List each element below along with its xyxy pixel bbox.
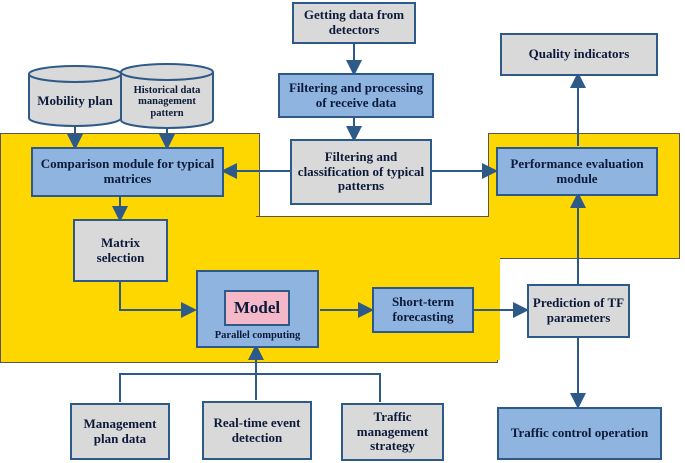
node-classification-label: Filtering and classification of typical … xyxy=(297,148,425,194)
node-parallel-label: Parallel computing xyxy=(214,329,301,341)
node-classification: Filtering and classification of typical … xyxy=(290,139,432,205)
node-detectors: Getting data from detectors xyxy=(292,2,416,44)
node-performance-label: Performance evaluation module xyxy=(510,155,644,186)
node-performance: Performance evaluation module xyxy=(496,147,658,196)
node-traffic-mgmt: Traffic management strategy xyxy=(341,403,444,461)
node-filtering-processing-label: Filtering and processing of receive data xyxy=(288,79,424,110)
node-model-label: Model xyxy=(233,298,281,317)
node-prediction-label: Prediction of TF parameters xyxy=(532,295,625,325)
node-prediction: Prediction of TF parameters xyxy=(527,284,630,338)
node-matrix: Matrix selection xyxy=(73,219,168,282)
node-realtime-label: Real-time event detection xyxy=(213,414,301,445)
node-quality-label: Quality indicators xyxy=(528,46,630,62)
node-quality: Quality indicators xyxy=(500,33,658,76)
node-shortterm: Short-term forecasting xyxy=(372,287,474,333)
node-shortterm-label: Short-term forecasting xyxy=(391,294,455,324)
node-management-plan: Management plan data xyxy=(70,403,170,460)
node-realtime: Real-time event detection xyxy=(202,401,312,460)
node-mobility-plan: Mobility plan xyxy=(31,86,119,116)
node-management-plan-label: Management plan data xyxy=(83,415,157,446)
node-detectors-label: Getting data from detectors xyxy=(303,7,405,37)
node-traffic-mgmt-label: Traffic management strategy xyxy=(356,408,429,454)
node-matrix-label: Matrix selection xyxy=(96,234,145,265)
node-filtering-processing: Filtering and processing of receive data xyxy=(278,73,434,118)
node-traffic-control: Traffic control operation xyxy=(497,407,662,460)
node-historical: Historical data management pattern xyxy=(125,80,209,124)
node-historical-label: Historical data management pattern xyxy=(133,84,201,119)
node-comparison-label: Comparison module for typical matrices xyxy=(40,156,215,186)
node-model: Model xyxy=(224,290,290,326)
node-comparison: Comparison module for typical matrices xyxy=(31,147,224,197)
node-traffic-control-label: Traffic control operation xyxy=(510,425,649,441)
node-mobility-label: Mobility plan xyxy=(37,93,113,108)
